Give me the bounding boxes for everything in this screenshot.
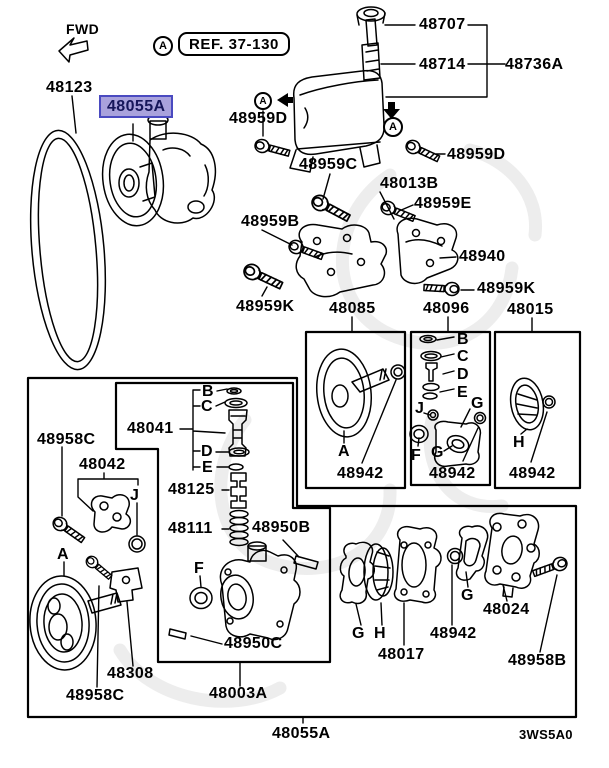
- callout-E-48096: E: [457, 384, 468, 401]
- box-48096: [409, 330, 492, 487]
- part-label-48736A: 48736A: [505, 56, 564, 73]
- callout-letter: A: [259, 95, 267, 107]
- part-label-48015: 48015: [507, 301, 554, 318]
- pump-assembly-drawing: [101, 114, 217, 227]
- reservoir-tank-drawing: [289, 6, 386, 173]
- callout-A-left: A: [57, 546, 69, 563]
- part-label-48959K-right: 48959K: [477, 280, 536, 297]
- callout-H-48015: H: [513, 434, 525, 451]
- part-label-48958C-top: 48958C: [37, 431, 96, 448]
- ref-a-marker-letter: A: [159, 40, 167, 52]
- bolt-48959B: [286, 237, 326, 264]
- callout-J-left: J: [130, 487, 139, 504]
- fwd-label: FWD: [66, 21, 100, 37]
- part-label-48959B: 48959B: [241, 213, 300, 230]
- part-label-48959D-right: 48959D: [447, 146, 506, 163]
- part-label-48308: 48308: [107, 665, 154, 682]
- part-label-48959D-left: 48959D: [229, 110, 288, 127]
- part-label-48958C-bottom: 48958C: [66, 687, 125, 704]
- part-label-48013B: 48013B: [380, 175, 439, 192]
- part-label-48942-48096: 48942: [429, 465, 476, 482]
- box-48015: [493, 330, 582, 490]
- part-label-48055A-highlighted: 48055A: [99, 95, 174, 118]
- callout-H-bottomright: H: [374, 625, 386, 642]
- bolt-48959C: [308, 191, 353, 226]
- rear-housing-drawing: [339, 512, 540, 605]
- part-label-48096: 48096: [423, 300, 470, 317]
- bolt-48959D-left: [252, 137, 292, 161]
- part-label-48959K-left: 48959K: [236, 298, 295, 315]
- left-arrow-icon: [277, 93, 293, 107]
- callout-G-48096: G: [471, 395, 484, 412]
- part-label-48024: 48024: [483, 601, 530, 618]
- belt-48123-drawing: [29, 129, 107, 371]
- part-label-48959C: 48959C: [299, 156, 358, 173]
- part-label-48942-48085: 48942: [337, 465, 384, 482]
- callout-G2-48096: G: [431, 444, 444, 461]
- part-label-48041: 48041: [127, 420, 174, 437]
- pulley-48085-drawing: [316, 348, 406, 438]
- part-label-48942-bottomright: 48942: [430, 625, 477, 642]
- part-label-48085: 48085: [329, 300, 376, 317]
- callout-a-circle-left: A: [254, 92, 272, 110]
- fwd-arrow-icon: [58, 37, 89, 63]
- part-label-48125: 48125: [168, 481, 215, 498]
- part-label-48714: 48714: [419, 56, 466, 73]
- callout-G-bottomright: G: [352, 625, 365, 642]
- bolt-48958C: [49, 513, 88, 547]
- callout-A-48085: A: [338, 443, 350, 460]
- bolt-48959K-right: [422, 280, 461, 297]
- pulley-shaft-drawing: [29, 494, 146, 671]
- callout-C-48096: C: [457, 348, 469, 365]
- bolt-48959K-left: [240, 260, 286, 294]
- callout-F-inner: F: [194, 560, 204, 577]
- callout-G2-bottomright: G: [461, 587, 474, 604]
- part-label-48959E: 48959E: [414, 195, 472, 212]
- seal-kit-48096-drawing: [409, 334, 487, 468]
- drawing-code: 3WS5A0: [519, 727, 573, 742]
- big-box-outline: [26, 376, 578, 719]
- part-label-48707: 48707: [419, 16, 466, 33]
- callout-D-inner: D: [201, 443, 213, 460]
- ref-a-marker: A: [153, 36, 173, 56]
- box-48085: [304, 330, 407, 490]
- callout-D-48096: D: [457, 366, 469, 383]
- part-label-48942-48015: 48942: [509, 465, 556, 482]
- rotor-48015-drawing: [509, 377, 556, 431]
- callout-B-48096: B: [457, 331, 469, 348]
- bolt-48959D-right: [403, 137, 442, 166]
- down-arrow-icon: [383, 102, 400, 119]
- bolt-small-left: [83, 553, 115, 583]
- part-label-48003A: 48003A: [209, 685, 268, 702]
- callout-E-inner: E: [202, 459, 213, 476]
- callout-F-48096: F: [411, 447, 421, 464]
- inner-box-48003A: [114, 381, 332, 664]
- leader-lines: [61, 24, 558, 724]
- part-label-48042: 48042: [79, 456, 126, 473]
- bolt-48959E: [378, 198, 418, 226]
- part-label-48958B: 48958B: [508, 652, 567, 669]
- part-label-48017: 48017: [378, 646, 425, 663]
- valve-pump-body-drawing: [168, 387, 319, 641]
- part-label-48950B: 48950B: [252, 519, 311, 536]
- callout-J-48096: J: [415, 400, 424, 417]
- part-label-48950C: 48950C: [224, 635, 283, 652]
- group-boxes: [26, 330, 582, 719]
- part-label-48055A-bottom: 48055A: [272, 725, 331, 742]
- callout-letter: A: [389, 121, 397, 133]
- callout-a-circle-right: A: [383, 117, 403, 137]
- ref-label-box: REF. 37-130: [178, 32, 290, 56]
- part-label-48111: 48111: [168, 520, 213, 537]
- part-label-48940: 48940: [459, 248, 506, 265]
- callout-B-inner: B: [202, 383, 214, 400]
- callout-C-inner: C: [201, 398, 213, 415]
- part-label-48123: 48123: [46, 79, 93, 96]
